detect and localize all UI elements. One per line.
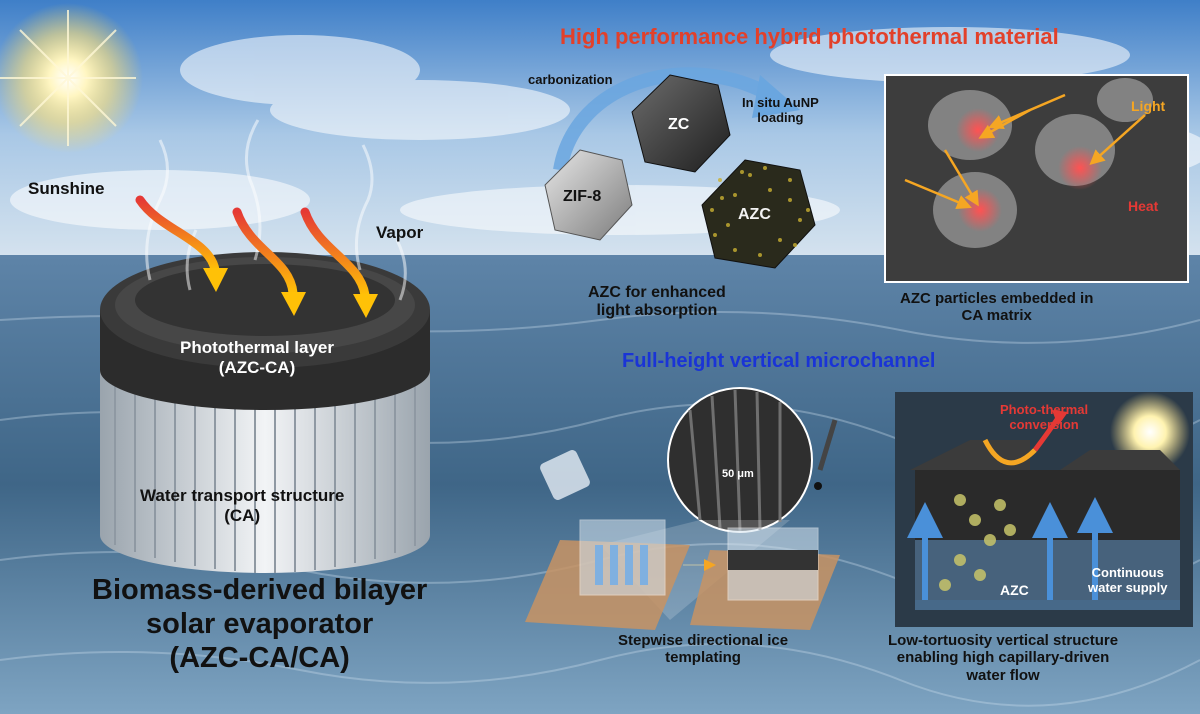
- light-label: Light: [1131, 98, 1166, 114]
- evaporator-illustration: [100, 252, 430, 573]
- water-transport-line2: (CA): [224, 505, 261, 525]
- channel-caption: Low-tortuosity vertical structure enabli…: [888, 632, 1118, 684]
- channel-caption-line3: water flow: [966, 666, 1040, 684]
- zif8-label: ZIF-8: [563, 188, 602, 205]
- water-supply-label: Continuous water supply: [1088, 565, 1168, 596]
- synthesis-caption: AZC for enhanced light absorption: [588, 284, 726, 321]
- evaporator-caption: Biomass-derived bilayer solar evaporator…: [92, 574, 427, 676]
- water-transport-line1: Water transport structure: [140, 486, 345, 505]
- templating-caption-line1: Stepwise directional ice: [618, 632, 789, 649]
- water-supply-line1: Continuous: [1091, 565, 1164, 580]
- heat-label: Heat: [1128, 198, 1159, 214]
- photothermal-layer-label: Photothermal layer (AZC-CA): [180, 338, 334, 377]
- sem-caption-line1: AZC particles embedded in: [900, 290, 1094, 307]
- vapor-label: Vapor: [376, 223, 424, 242]
- water-supply-line2: water supply: [1088, 579, 1168, 595]
- templating-caption: Stepwise directional ice templating: [618, 632, 788, 667]
- sem-caption-line2: CA matrix: [961, 307, 1032, 325]
- photothermal-layer-line2: (AZC-CA): [218, 357, 296, 377]
- carbonization-label: carbonization: [528, 72, 613, 87]
- synthesis-caption-line2: light absorption: [596, 302, 718, 320]
- channel-caption-line2: enabling high capillary-driven: [896, 649, 1110, 667]
- loading-line2: loading: [757, 109, 804, 125]
- channel-azc-label: AZC: [1000, 582, 1029, 598]
- figure-subtitle: Full-height vertical microchannel: [622, 350, 936, 372]
- figure-title: High performance hybrid photothermal mat…: [560, 24, 1059, 49]
- sem-caption: AZC particles embedded in CA matrix: [900, 290, 1093, 325]
- evaporator-caption-line1: Biomass-derived bilayer: [92, 574, 428, 606]
- conversion-line2: conversion: [1009, 416, 1079, 432]
- loading-line1: In situ AuNP: [742, 95, 819, 110]
- photothermal-layer-line1: Photothermal layer: [180, 338, 334, 357]
- water-transport-label: Water transport structure (CA): [140, 486, 344, 525]
- synthesis-caption-line1: AZC for enhanced: [588, 284, 726, 301]
- scale-bar-label: 50 μm: [722, 468, 754, 480]
- evaporator-caption-line2: solar evaporator: [146, 607, 374, 640]
- sunshine-label: Sunshine: [28, 179, 105, 198]
- loading-label: In situ AuNP loading: [742, 95, 819, 126]
- zc-label: ZC: [668, 116, 690, 133]
- conversion-label: Photo-thermal conversion: [1000, 402, 1089, 433]
- azc-label: AZC: [738, 206, 771, 223]
- templating-caption-line2: templating: [665, 649, 741, 667]
- conversion-line1: Photo-thermal: [1000, 402, 1089, 417]
- evaporator-caption-line3: (AZC-CA/CA): [169, 641, 350, 674]
- channel-caption-line1: Low-tortuosity vertical structure: [888, 632, 1119, 649]
